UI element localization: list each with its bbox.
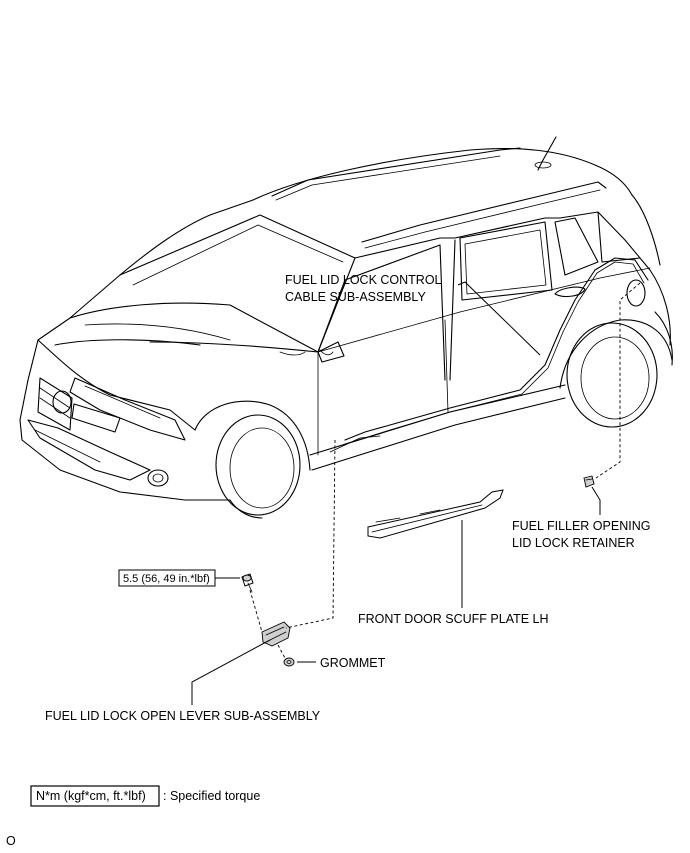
assembly-guide-lines xyxy=(249,282,641,661)
torque-legend: N*m (kgf*cm, ft.*lbf) : Specified torque xyxy=(30,785,260,807)
legend-unit: N*m (kgf*cm, ft.*lbf) xyxy=(36,789,146,803)
vehicle-illustration xyxy=(19,136,673,519)
fuel-filler-opening-lid-lock-retainer xyxy=(583,475,595,488)
front-door-scuff-plate-lh xyxy=(367,489,504,539)
label-retainer-line2: LID LOCK RETAINER xyxy=(512,536,635,550)
label-retainer-line1: FUEL FILLER OPENING xyxy=(512,519,650,533)
footer-code: O xyxy=(6,834,16,848)
label-scuff-plate: FRONT DOOR SCUFF PLATE LH xyxy=(358,612,549,626)
label-grommet: GROMMET xyxy=(320,656,386,670)
label-cable-line1: FUEL LID LOCK CONTROL xyxy=(285,273,442,287)
bolt xyxy=(241,573,254,593)
torque-spec-box: 5.5 (56, 49 in.*lbf) xyxy=(118,569,216,587)
torque-value: 5.5 (56, 49 in.*lbf) xyxy=(123,573,210,585)
fuel-lid-lock-control-cable xyxy=(344,257,649,445)
label-cable-line2: CABLE SUB-ASSEMBLY xyxy=(285,290,426,304)
label-open-lever: FUEL LID LOCK OPEN LEVER SUB-ASSEMBLY xyxy=(45,709,321,723)
leader-lines xyxy=(191,281,601,705)
legend-description: : Specified torque xyxy=(163,789,260,803)
grommet xyxy=(283,657,295,667)
